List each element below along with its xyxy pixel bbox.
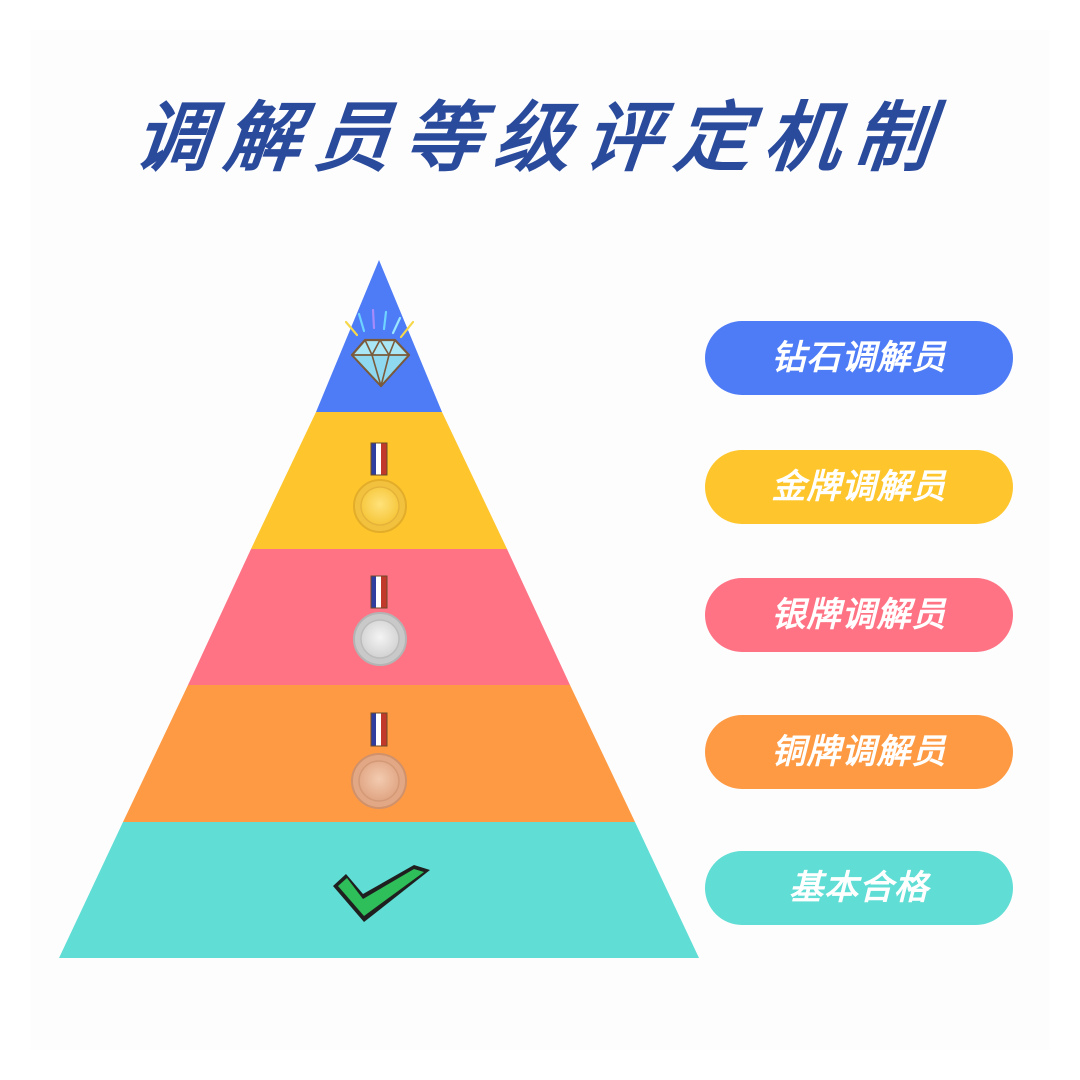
level-label-gold: 金牌调解员 xyxy=(705,450,1013,524)
gold-medal-icon xyxy=(353,442,407,533)
pyramid-tier-diamond xyxy=(316,260,442,412)
level-label-bronze: 铜牌调解员 xyxy=(705,715,1013,789)
bronze-medal-icon xyxy=(351,712,407,809)
level-label-basic: 基本合格 xyxy=(705,851,1013,925)
level-label-silver: 银牌调解员 xyxy=(705,578,1013,652)
checkmark-icon xyxy=(333,865,430,922)
diamond-icon xyxy=(344,308,415,388)
silver-medal-icon xyxy=(353,575,407,666)
level-label-diamond: 钻石调解员 xyxy=(705,321,1013,395)
